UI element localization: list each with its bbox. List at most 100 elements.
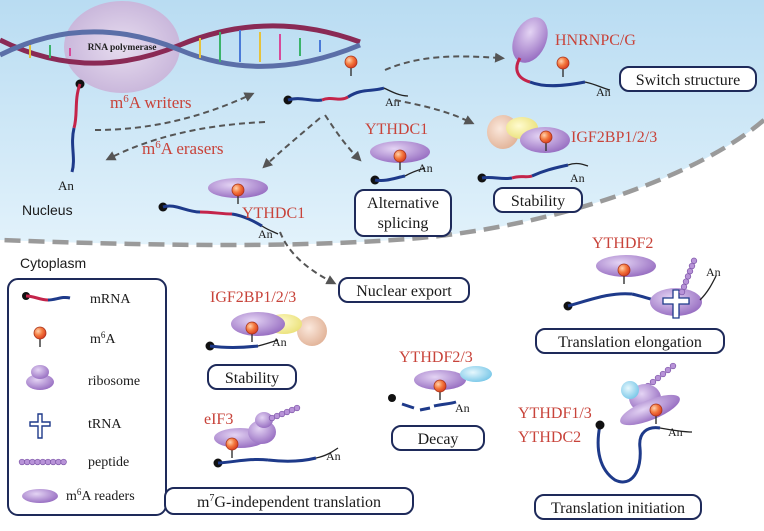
ythdc1-export-group: YTHDC1 An bbox=[158, 178, 305, 241]
igf2bp-cyto-group: IGF2BP1/2/3 An Stability bbox=[205, 289, 327, 390]
arrow-to-export-reader bbox=[262, 117, 321, 169]
eif3-label: eIF3 bbox=[204, 411, 233, 428]
switch-structure-box bbox=[619, 66, 757, 92]
ythdc1-splicing-group: YTHDC1 An Alternative splicing bbox=[354, 121, 452, 237]
peptide-bead bbox=[686, 268, 694, 275]
arrow-to-switch bbox=[384, 52, 505, 71]
tail-label: An bbox=[58, 178, 74, 193]
tail-label: An bbox=[706, 265, 721, 279]
reader-igf2bp-cyto-purple bbox=[231, 312, 285, 336]
rna-polymerase-label: RNA polymerase bbox=[88, 43, 157, 53]
cytoplasm-label: Cytoplasm bbox=[20, 255, 86, 271]
peptide-bead bbox=[678, 288, 686, 296]
m7g-translation-label: m7G-independent translation bbox=[197, 493, 381, 511]
trna-icon bbox=[29, 413, 51, 439]
tail-label: An bbox=[668, 425, 683, 439]
ythdf23-label: YTHDF2/3 bbox=[399, 349, 473, 366]
legend-trna: tRNA bbox=[29, 413, 122, 439]
legend-m6a: m6A bbox=[33, 326, 116, 348]
stability-nuclear-label: Stability bbox=[511, 193, 565, 210]
cofactor-cyan bbox=[460, 366, 492, 382]
dna-helix: RNA polymerase bbox=[0, 1, 361, 93]
stability-cyto-box bbox=[207, 364, 297, 390]
switch-structure-label: Switch structure bbox=[636, 72, 740, 89]
peptide-bead bbox=[24, 458, 31, 466]
tail-label: An bbox=[326, 449, 341, 463]
peptide-bead bbox=[50, 458, 57, 466]
translation-elongation-box bbox=[535, 328, 725, 354]
nuclear-export-label: Nuclear export bbox=[356, 283, 452, 300]
legend-mrna-label: mRNA bbox=[90, 292, 131, 307]
ribosome-icon bbox=[26, 374, 54, 390]
legend: mRNA m6A ribosome tRNA peptide m6A reade… bbox=[18, 292, 140, 504]
legend-readers: m6A readers bbox=[22, 487, 135, 504]
tail-label: An bbox=[570, 171, 585, 185]
peptide-bead bbox=[659, 370, 667, 378]
nuclear-export-box bbox=[338, 277, 470, 303]
cofactor-init-cyan bbox=[621, 381, 639, 399]
ythdc1-export-label: YTHDC1 bbox=[242, 205, 305, 222]
tail-label: An bbox=[258, 227, 273, 241]
alternative-splicing-label-line1: Alternative bbox=[367, 195, 439, 212]
peptide-bead bbox=[690, 257, 698, 264]
peptide-bead bbox=[688, 262, 696, 270]
legend-m6a-label: m6A bbox=[90, 330, 116, 347]
translation-elongation-label: Translation elongation bbox=[558, 334, 702, 351]
legend-box bbox=[7, 278, 167, 516]
igf2bp-nuclear-group: IGF2BP1/2/3 An Stability bbox=[477, 115, 657, 213]
eif3-group: eIF3 An m7G-independent translation bbox=[164, 404, 414, 515]
tail-label: An bbox=[385, 95, 400, 109]
decay-box bbox=[391, 425, 485, 451]
legend-peptide bbox=[18, 458, 67, 466]
nucleus-label: Nucleus bbox=[22, 202, 73, 218]
legend-trna-label: tRNA bbox=[88, 417, 122, 432]
central-mrna: An bbox=[283, 55, 409, 109]
peptide-bead bbox=[680, 283, 688, 290]
igf2bp-nuclear-label: IGF2BP1/2/3 bbox=[571, 129, 657, 146]
peptide-bead bbox=[60, 458, 67, 466]
nascent-rna: An bbox=[58, 79, 85, 193]
peptide-bead bbox=[44, 458, 52, 466]
peptide-bead bbox=[34, 458, 41, 466]
peptide-bead bbox=[293, 404, 301, 412]
peptide-bead bbox=[649, 378, 657, 386]
ythdf2-group: YTHDF2 An Translation elongation bbox=[535, 235, 725, 354]
ythdf13-label: YTHDF1/3 bbox=[518, 405, 592, 422]
stability-nuclear-box bbox=[493, 187, 583, 213]
writers-arrow bbox=[94, 92, 255, 131]
erasers-arrow bbox=[105, 121, 266, 161]
ythdf23-group: YTHDF2/3 An Decay bbox=[388, 349, 492, 451]
ythdc1-splicing-label: YTHDC1 bbox=[365, 121, 428, 138]
legend-ribosome: ribosome bbox=[26, 365, 140, 390]
reader-igf2bp-cyto-tan bbox=[297, 316, 327, 346]
arrow-to-nuclear-export bbox=[279, 231, 337, 285]
peptide-bead bbox=[29, 458, 36, 466]
legend-peptide-label: peptide bbox=[88, 455, 129, 470]
ribosome-eif3-large bbox=[255, 412, 273, 428]
nuclear-envelope bbox=[0, 118, 764, 248]
peptide-bead bbox=[684, 273, 692, 280]
reader-hnrnpc bbox=[512, 17, 548, 63]
alternative-splicing-box bbox=[354, 189, 452, 237]
tail-label: An bbox=[418, 161, 433, 175]
rna-polymerase-blob bbox=[64, 1, 180, 93]
translation-initiation-box bbox=[534, 494, 702, 520]
reader-icon bbox=[22, 489, 58, 503]
legend-ribosome-label: ribosome bbox=[88, 374, 140, 389]
peptide-bead bbox=[18, 458, 26, 466]
arrow-to-splicing bbox=[324, 114, 362, 162]
peptide-chain bbox=[678, 257, 698, 296]
translation-initiation-label: Translation initiation bbox=[551, 500, 685, 517]
peptide-bead bbox=[654, 374, 662, 382]
arrow-to-igf2bp bbox=[394, 99, 475, 125]
writers-label: m6A writers bbox=[110, 93, 192, 112]
peptide-bead bbox=[39, 458, 46, 466]
alternative-splicing-label-line2: splicing bbox=[378, 215, 429, 232]
hnrnpc-group: HNRNPC/G An Switch structure bbox=[512, 17, 757, 99]
legend-mrna: mRNA bbox=[22, 292, 131, 307]
decay-label: Decay bbox=[418, 431, 459, 448]
legend-readers-label: m6A readers bbox=[66, 487, 135, 504]
ythdf2-label: YTHDF2 bbox=[592, 235, 653, 252]
